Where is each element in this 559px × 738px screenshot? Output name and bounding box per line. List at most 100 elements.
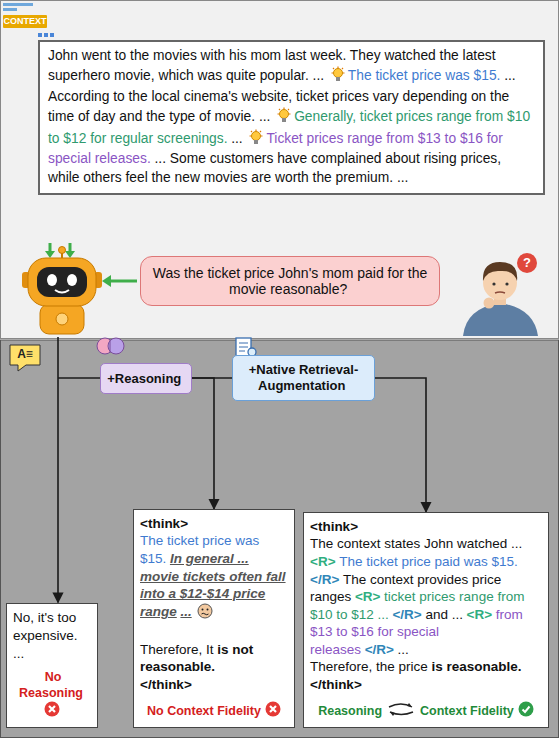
robot-icon bbox=[67, 274, 77, 286]
answer-box: <think>The ticket price was $15.In gener… bbox=[133, 509, 295, 728]
node-text: </think> bbox=[310, 676, 538, 694]
verdict-footer: No Reasoning bbox=[13, 670, 91, 722]
bulb-icon bbox=[331, 66, 344, 73]
x-icon bbox=[45, 702, 60, 717]
reasoning-box: +Reasoning bbox=[100, 363, 192, 394]
context-arrows bbox=[49, 243, 52, 252]
x-icon bbox=[265, 701, 281, 722]
face-icon bbox=[207, 608, 209, 610]
node-text: ... bbox=[231, 131, 243, 146]
person-icon bbox=[463, 253, 538, 336]
node-text: <R> bbox=[310, 554, 336, 569]
text-body: Was the ticket price John's mom paid for… bbox=[151, 265, 429, 297]
node-text: +Native Retrieval-Augmentation bbox=[249, 362, 358, 393]
brain-icon bbox=[108, 338, 124, 354]
robot-icon bbox=[59, 247, 66, 254]
person-icon bbox=[495, 292, 505, 293]
text-body: +Reasoning bbox=[105, 371, 187, 386]
node-text: </R> bbox=[310, 572, 339, 587]
context-arrows bbox=[102, 275, 111, 287]
node-text: </R> bbox=[365, 642, 394, 657]
answer-box: No, it's too expensive. ...No Reasoning bbox=[6, 603, 98, 728]
verdict-footer: Reasoning Context Fidelity bbox=[310, 701, 542, 722]
x-icon bbox=[44, 701, 60, 722]
node-text: The ticket price was $15. bbox=[348, 68, 501, 83]
bulb-icon bbox=[250, 129, 263, 136]
swap-icon bbox=[389, 704, 412, 707]
robot-icon bbox=[22, 247, 102, 335]
bulb-icon bbox=[252, 131, 261, 140]
node-text: is reasonable. bbox=[431, 659, 521, 674]
label-text: A≡ bbox=[10, 347, 40, 361]
context-arrows bbox=[69, 243, 72, 252]
verdict-text: Context Fidelity bbox=[420, 704, 514, 718]
bulb-icon bbox=[248, 129, 264, 145]
bulb-icon bbox=[280, 109, 289, 118]
person-icon bbox=[463, 303, 538, 336]
check-icon bbox=[518, 701, 534, 717]
person-icon bbox=[492, 282, 495, 285]
face-icon bbox=[198, 604, 212, 618]
bulb-icon bbox=[330, 66, 346, 88]
person-icon bbox=[483, 262, 517, 281]
deco-dot bbox=[50, 33, 54, 37]
robot-icon bbox=[28, 258, 96, 306]
brain-icon bbox=[110, 339, 111, 353]
label-text: ? bbox=[517, 255, 537, 270]
person-icon bbox=[505, 282, 508, 285]
text-body: +Native Retrieval-Augmentation bbox=[237, 362, 370, 395]
top-panel bbox=[1, 1, 559, 339]
bulb-icon bbox=[276, 107, 292, 129]
answer-bubble-icon bbox=[10, 345, 40, 371]
person-icon bbox=[484, 298, 495, 309]
bulb-icon bbox=[276, 107, 292, 123]
node-text: </R> bbox=[392, 607, 421, 622]
verdict-footer: No Context Fidelity bbox=[140, 701, 288, 722]
robot-icon bbox=[47, 274, 57, 286]
deco-dot bbox=[38, 33, 42, 37]
brain-icon bbox=[97, 338, 124, 354]
verdict-text: Reasoning bbox=[318, 704, 382, 718]
swap-icon bbox=[386, 701, 416, 717]
flow-lines bbox=[58, 337, 100, 602]
check-icon bbox=[522, 707, 529, 713]
node-text: The ticket price paid was $15. bbox=[339, 554, 518, 569]
node-text: <think> bbox=[310, 518, 538, 536]
robot-icon bbox=[55, 290, 69, 293]
context-arrows bbox=[65, 251, 75, 258]
retrieval-box: +Native Retrieval-Augmentation bbox=[232, 355, 375, 402]
deco-bar bbox=[3, 3, 33, 6]
x-icon bbox=[44, 701, 60, 717]
bulb-icon bbox=[330, 66, 346, 82]
bulb-icon bbox=[333, 68, 342, 77]
swap-icon bbox=[386, 701, 416, 722]
swap-icon bbox=[407, 703, 412, 707]
x-icon bbox=[265, 702, 280, 717]
face-icon bbox=[202, 608, 204, 610]
swap-icon bbox=[390, 712, 395, 716]
node-text: +Reasoning bbox=[107, 371, 181, 386]
node-text: ... bbox=[180, 604, 191, 619]
x-icon bbox=[265, 701, 281, 717]
verdict-text: No Context Fidelity bbox=[147, 704, 261, 718]
text-body: John went to the movies with his mom las… bbox=[48, 47, 535, 188]
bulb-icon bbox=[254, 140, 258, 144]
context-arrows bbox=[110, 280, 137, 283]
check-icon bbox=[518, 701, 534, 722]
label-text: CONTEXT bbox=[3, 16, 47, 26]
context-arrows bbox=[45, 251, 55, 258]
node-text: </think> bbox=[140, 676, 284, 694]
flow-line bbox=[58, 377, 100, 379]
verdict-text: No Reasoning bbox=[19, 670, 83, 700]
x-icon bbox=[270, 706, 276, 712]
x-icon bbox=[49, 706, 55, 712]
robot-icon bbox=[37, 267, 87, 297]
robot-icon bbox=[40, 304, 84, 334]
bulb-icon bbox=[278, 107, 291, 114]
node-text: The context states John watched ... bbox=[310, 536, 522, 551]
deco-bar bbox=[3, 8, 17, 11]
document-icon bbox=[239, 343, 248, 351]
flow-connector bbox=[375, 378, 426, 512]
context-box: John went to the movies with his mom las… bbox=[38, 40, 545, 195]
